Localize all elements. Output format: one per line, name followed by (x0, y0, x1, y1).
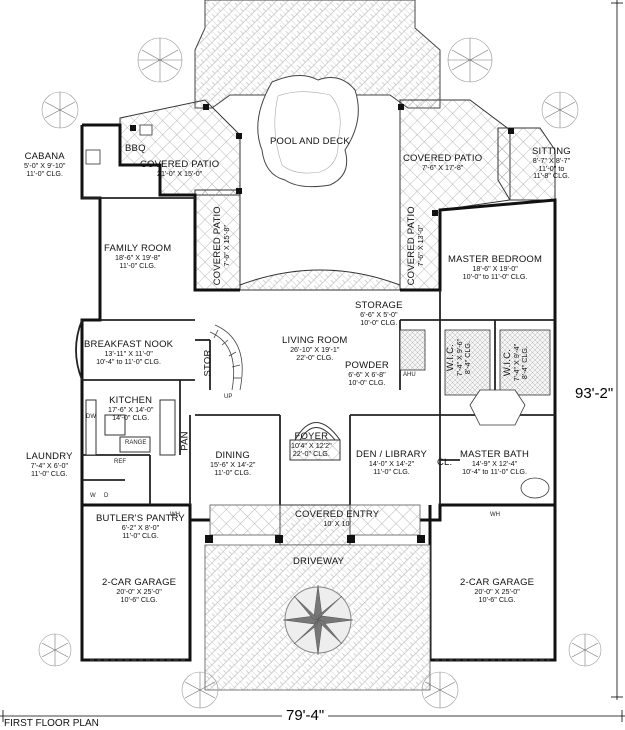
bath-fixtures (85, 124, 551, 499)
label-dining: DINING 15'-6" X 14'-2" 11'-0" CLG. (210, 450, 256, 477)
label-storage: STORAGE 6'-6" X 5'-0" 10'-0" CLG. (355, 300, 403, 327)
fixture-dw: DW (86, 414, 96, 420)
label-stor: STOR (202, 349, 214, 377)
label-cabana: CABANA 5'-0" X 9'-10" 11'-0" CLG. (24, 151, 66, 178)
label-foyer: FOYER 10'4" X 12'2" 22'-0" CLG. (291, 431, 332, 458)
label-garage-right: 2-CAR GARAGE 20'-0" X 25'-0" 10'-6" CLG. (460, 577, 535, 604)
overall-width-dimension: 79'-4" (282, 707, 329, 724)
label-family-room: FAMILY ROOM 18'-6" X 19'-8" 11'-0" CLG. (104, 243, 172, 270)
label-master-bedroom: MASTER BEDROOM 18'-6" X 19'-0" 10'-0" to… (448, 254, 543, 281)
overall-depth-dimension: 93'-2" (575, 383, 614, 404)
label-pool: POOL AND DECK (270, 136, 350, 147)
plan-title: FIRST FLOOR PLAN (4, 718, 99, 729)
kitchen-counters (85, 399, 176, 456)
columns (130, 104, 514, 216)
label-living-room: LIVING ROOM 26'-10" X 19'-1" 22'-0" CLG. (282, 335, 348, 362)
label-wic-1: W.I.C. 7'-4" X 9'-6" 8'-4" CLG. (445, 338, 472, 377)
label-den-library: DEN / LIBRARY 14'-0" X 14'-2" 11'-0" CLG… (356, 449, 428, 476)
label-covered-patio-mid-right: COVERED PATIO 7'-6" X 13'-0" (405, 206, 425, 286)
label-butlers-pantry: BUTLER'S PANTRY 6'-2" X 8'-0" 11'-0" CLG… (96, 513, 185, 540)
label-garage-left: 2-CAR GARAGE 20'-0" X 25'-0" 10'-6" CLG. (102, 577, 177, 604)
label-bbq: BBQ (125, 143, 146, 154)
label-driveway: DRIVEWAY (293, 556, 345, 567)
fixture-range: RANGE (125, 440, 147, 446)
label-cl: CL. (437, 457, 453, 468)
fixture-ref: REF (114, 459, 126, 465)
fixture-wh-right: WH (490, 512, 500, 518)
front-entry (205, 504, 425, 546)
label-pan: PAN (179, 431, 191, 451)
label-breakfast-nook: BREAKFAST NOOK 13'-11" X 11'-0" 10'-4" t… (84, 339, 174, 366)
fixture-w: W (90, 493, 96, 499)
rear-patios (119, 99, 556, 291)
fixture-ahu: AHU (403, 372, 416, 378)
landscaping (38, 37, 602, 709)
label-master-bath: MASTER BATH 14'-9" X 12'-4" 10'-4" to 11… (460, 449, 530, 476)
pool-deck (194, 0, 441, 188)
fixture-up: UP (224, 394, 233, 400)
label-laundry: LAUNDRY 7'-4" X 6'-0" 11'-0" CLG. (26, 451, 73, 478)
label-covered-entry: COVERED ENTRY 10' X 10' (295, 509, 380, 528)
interior-walls (75, 197, 555, 505)
label-kitchen: KITCHEN 17'-6" X 14'-0" 14'-0" CLG. (108, 395, 154, 422)
fixture-wh-left: WH (170, 512, 180, 518)
label-covered-patio-left: COVERED PATIO 21'-0" X 15'-0" (140, 159, 220, 178)
fixture-d: D (104, 493, 109, 499)
label-covered-patio-mid-left: COVERED PATIO 7'-6" X 15'-8" (211, 206, 231, 286)
label-sitting: SITTING 8'-7" X 8'-7" 11'-0" to 11'-8" C… (532, 146, 571, 181)
label-covered-patio-right: COVERED PATIO 7'-6" X 17'-8" (403, 153, 483, 172)
curved-stair (209, 324, 243, 391)
label-wic-2: W.I.C. 7'-4" X 9'-4" 8'-4" CLG. (502, 343, 529, 382)
foyer-arch (289, 422, 341, 461)
label-powder: POWDER 6'-6" X 6'-8" 10'-0" CLG. (345, 360, 389, 387)
driveway (204, 544, 431, 691)
